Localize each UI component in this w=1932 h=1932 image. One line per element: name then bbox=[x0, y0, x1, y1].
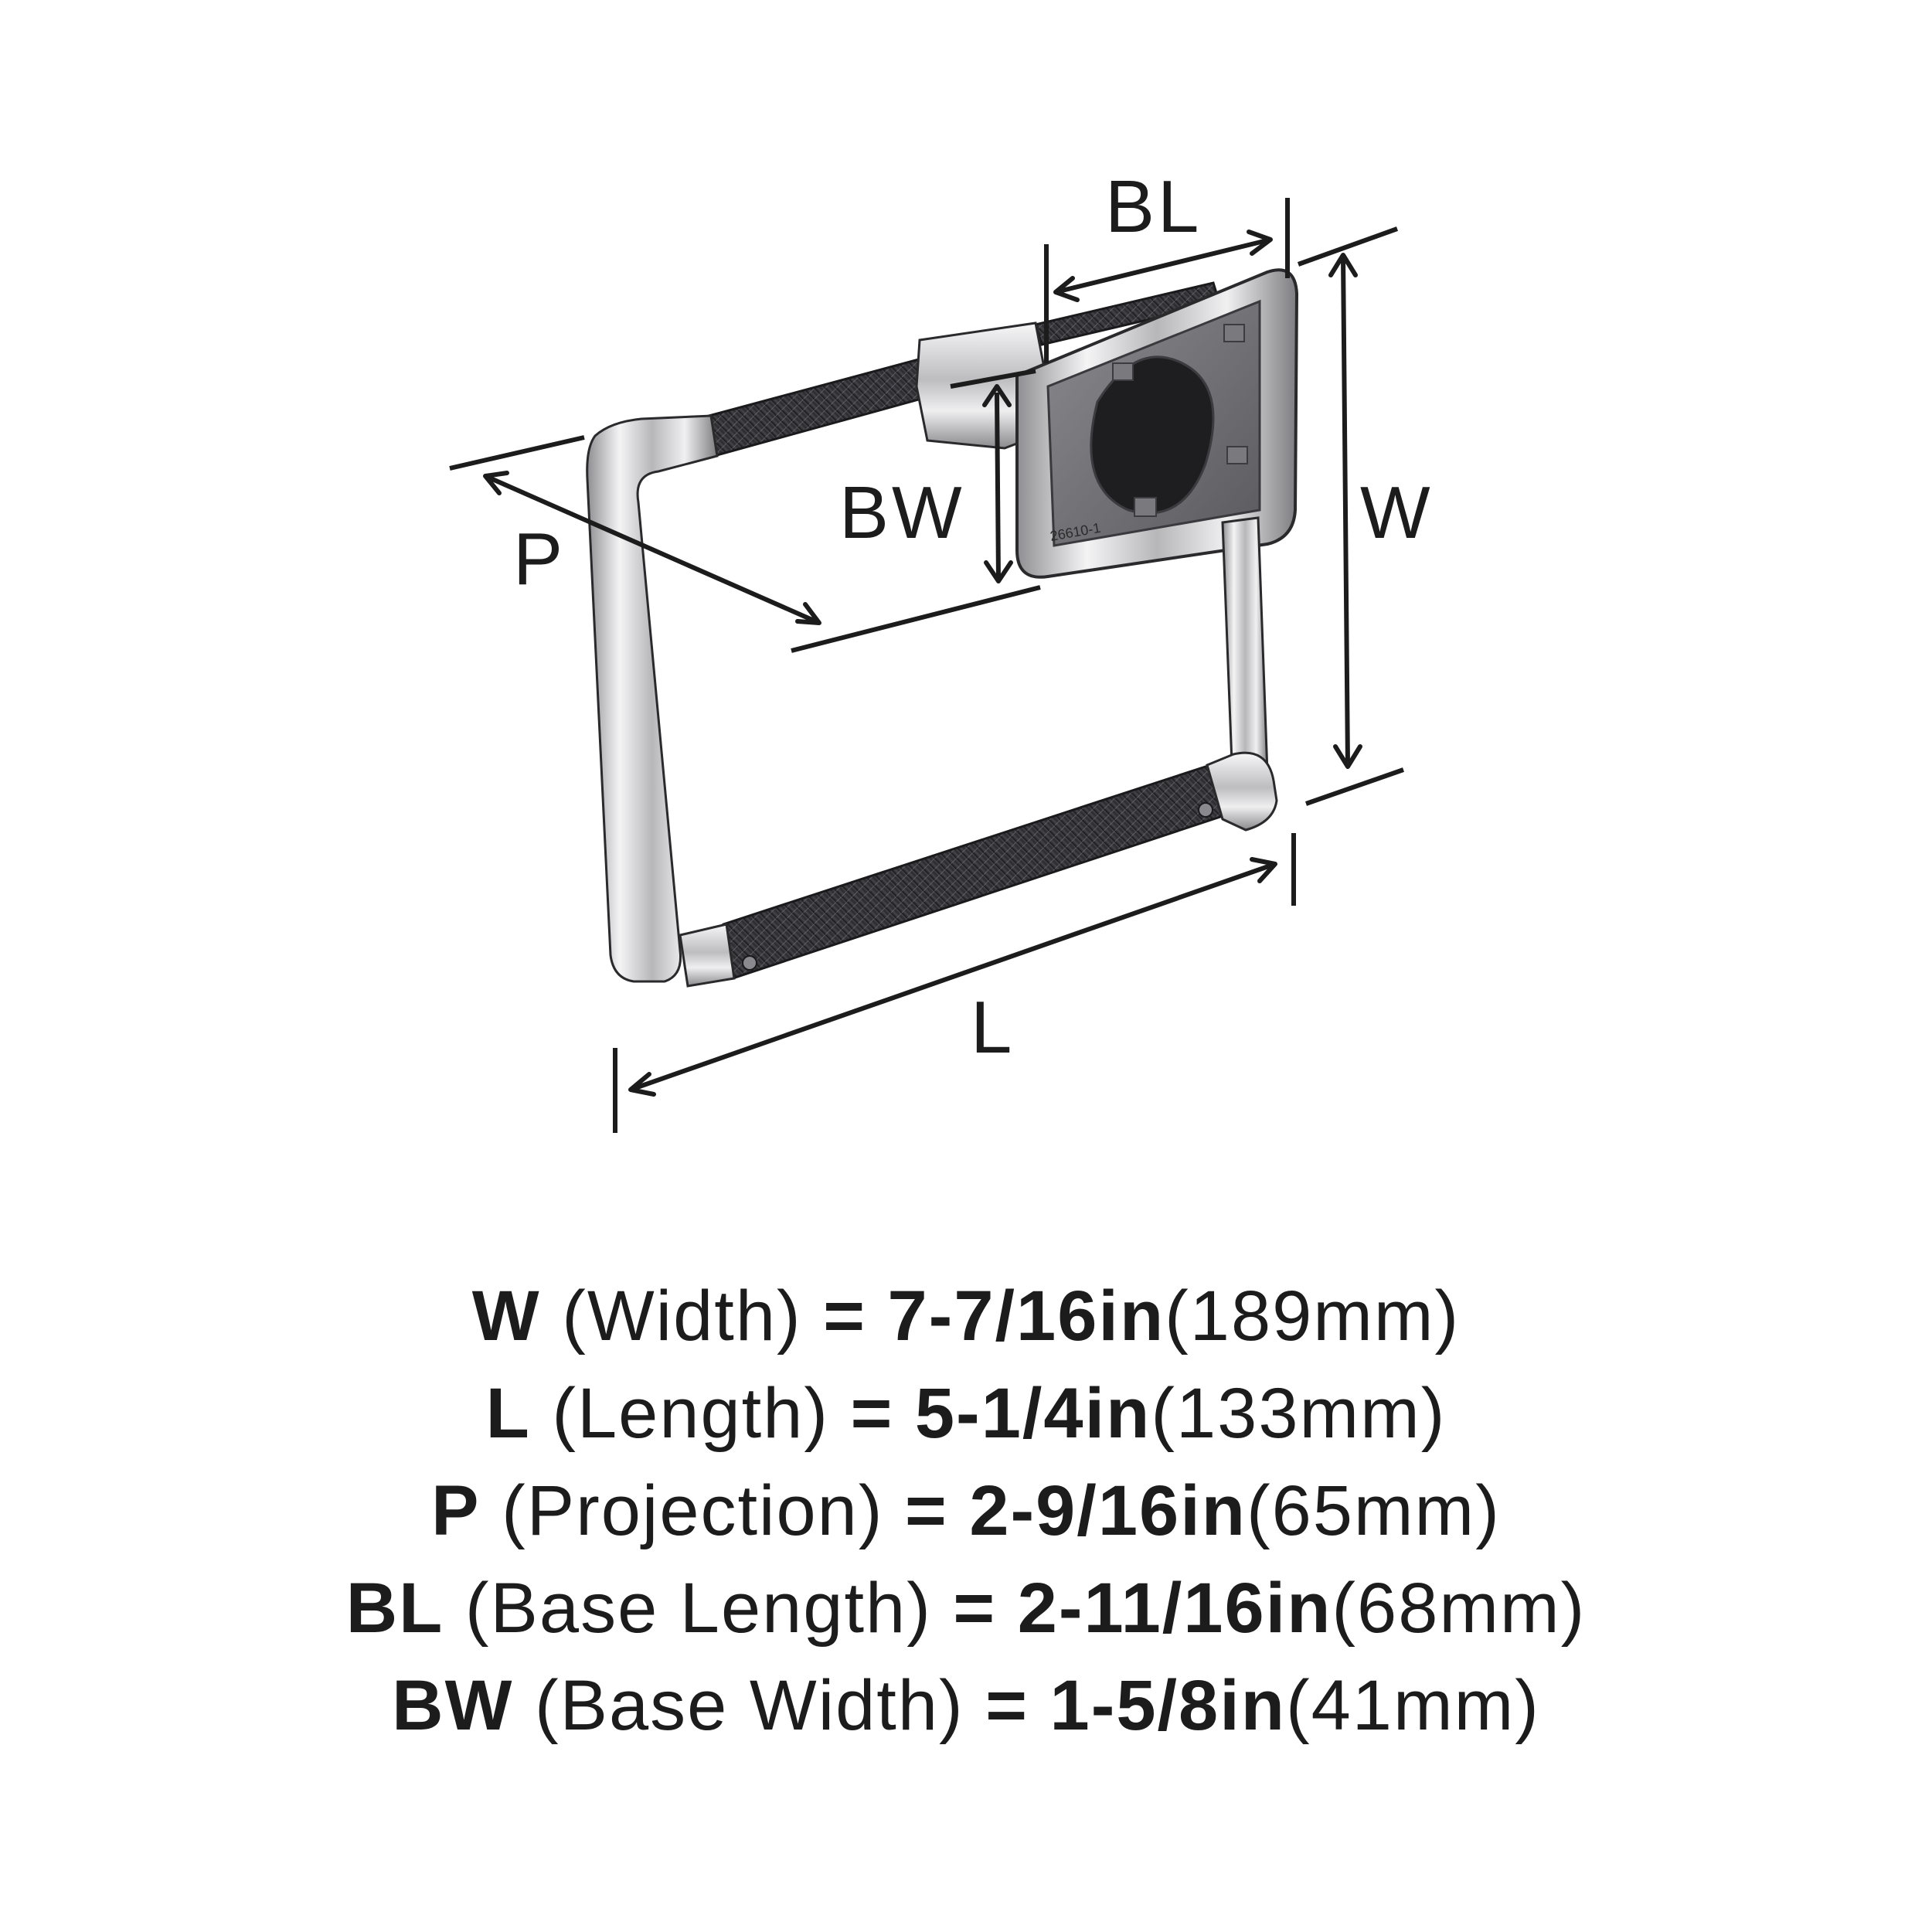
spec-row-width: W (Width) = 7-7/16in(189mm) bbox=[0, 1267, 1932, 1365]
spec-equals: = bbox=[850, 1374, 894, 1453]
set-screw-right bbox=[1198, 802, 1213, 818]
spec-inch-value: 2-11/16in bbox=[1017, 1569, 1332, 1648]
spec-code: BL bbox=[345, 1569, 444, 1648]
spec-code: W bbox=[471, 1277, 541, 1355]
label-p: P bbox=[513, 518, 566, 600]
set-screw-left bbox=[742, 955, 757, 971]
spec-mm-value: (41mm) bbox=[1285, 1666, 1540, 1745]
lower-knurled-bar bbox=[722, 764, 1224, 980]
spec-row-length: L (Length) = 5-1/4in(133mm) bbox=[0, 1365, 1932, 1462]
spec-code: L bbox=[485, 1374, 531, 1453]
lower-left-cap bbox=[679, 923, 736, 988]
dimension-lines bbox=[449, 198, 1404, 1133]
towel-ring-illustration: 26610-1 bbox=[586, 268, 1299, 988]
spec-row-base-width: BW (Base Width) = 1-5/8in(41mm) bbox=[0, 1657, 1932, 1754]
spec-description: (Base Length) bbox=[464, 1569, 932, 1648]
spec-mm-value: (68mm) bbox=[1332, 1569, 1587, 1648]
wall-base: 26610-1 bbox=[1015, 268, 1299, 579]
spec-description: (Base Width) bbox=[534, 1666, 964, 1745]
spec-row-base-length: BL (Base Length) = 2-11/16in(68mm) bbox=[0, 1560, 1932, 1657]
label-bw: BW bbox=[839, 471, 965, 554]
spec-inch-value: 2-9/16in bbox=[969, 1471, 1247, 1550]
spec-mm-value: (65mm) bbox=[1246, 1471, 1501, 1550]
spec-code: BW bbox=[392, 1666, 514, 1745]
spec-description: (Width) bbox=[562, 1277, 802, 1355]
spec-equals: = bbox=[985, 1666, 1029, 1745]
spec-mm-value: (133mm) bbox=[1151, 1374, 1447, 1453]
label-w: W bbox=[1360, 471, 1434, 554]
spec-mm-value: (189mm) bbox=[1165, 1277, 1461, 1355]
spec-row-projection: P (Projection) = 2-9/16in(65mm) bbox=[0, 1462, 1932, 1560]
spec-equals: = bbox=[823, 1277, 866, 1355]
spec-inch-value: 5-1/4in bbox=[914, 1374, 1151, 1453]
dimension-spec-list: W (Width) = 7-7/16in(189mm) L (Length) =… bbox=[0, 1267, 1932, 1754]
spec-description: (Length) bbox=[552, 1374, 830, 1453]
base-oval-cavity bbox=[1090, 355, 1215, 515]
label-l: L bbox=[971, 986, 1015, 1069]
spec-code: P bbox=[431, 1471, 481, 1550]
spec-equals: = bbox=[905, 1471, 948, 1550]
label-bl: BL bbox=[1105, 165, 1202, 248]
towel-ring-dimension-diagram: 26610-1 bbox=[449, 165, 1434, 1133]
spec-inch-value: 1-5/8in bbox=[1049, 1666, 1286, 1745]
lower-right-corner bbox=[1206, 751, 1278, 832]
upper-knurled-bar bbox=[702, 355, 940, 457]
spec-description: (Projection) bbox=[502, 1471, 884, 1550]
spec-inch-value: 7-7/16in bbox=[887, 1277, 1165, 1355]
spec-equals: = bbox=[953, 1569, 997, 1648]
left-vertical-post bbox=[586, 414, 719, 983]
